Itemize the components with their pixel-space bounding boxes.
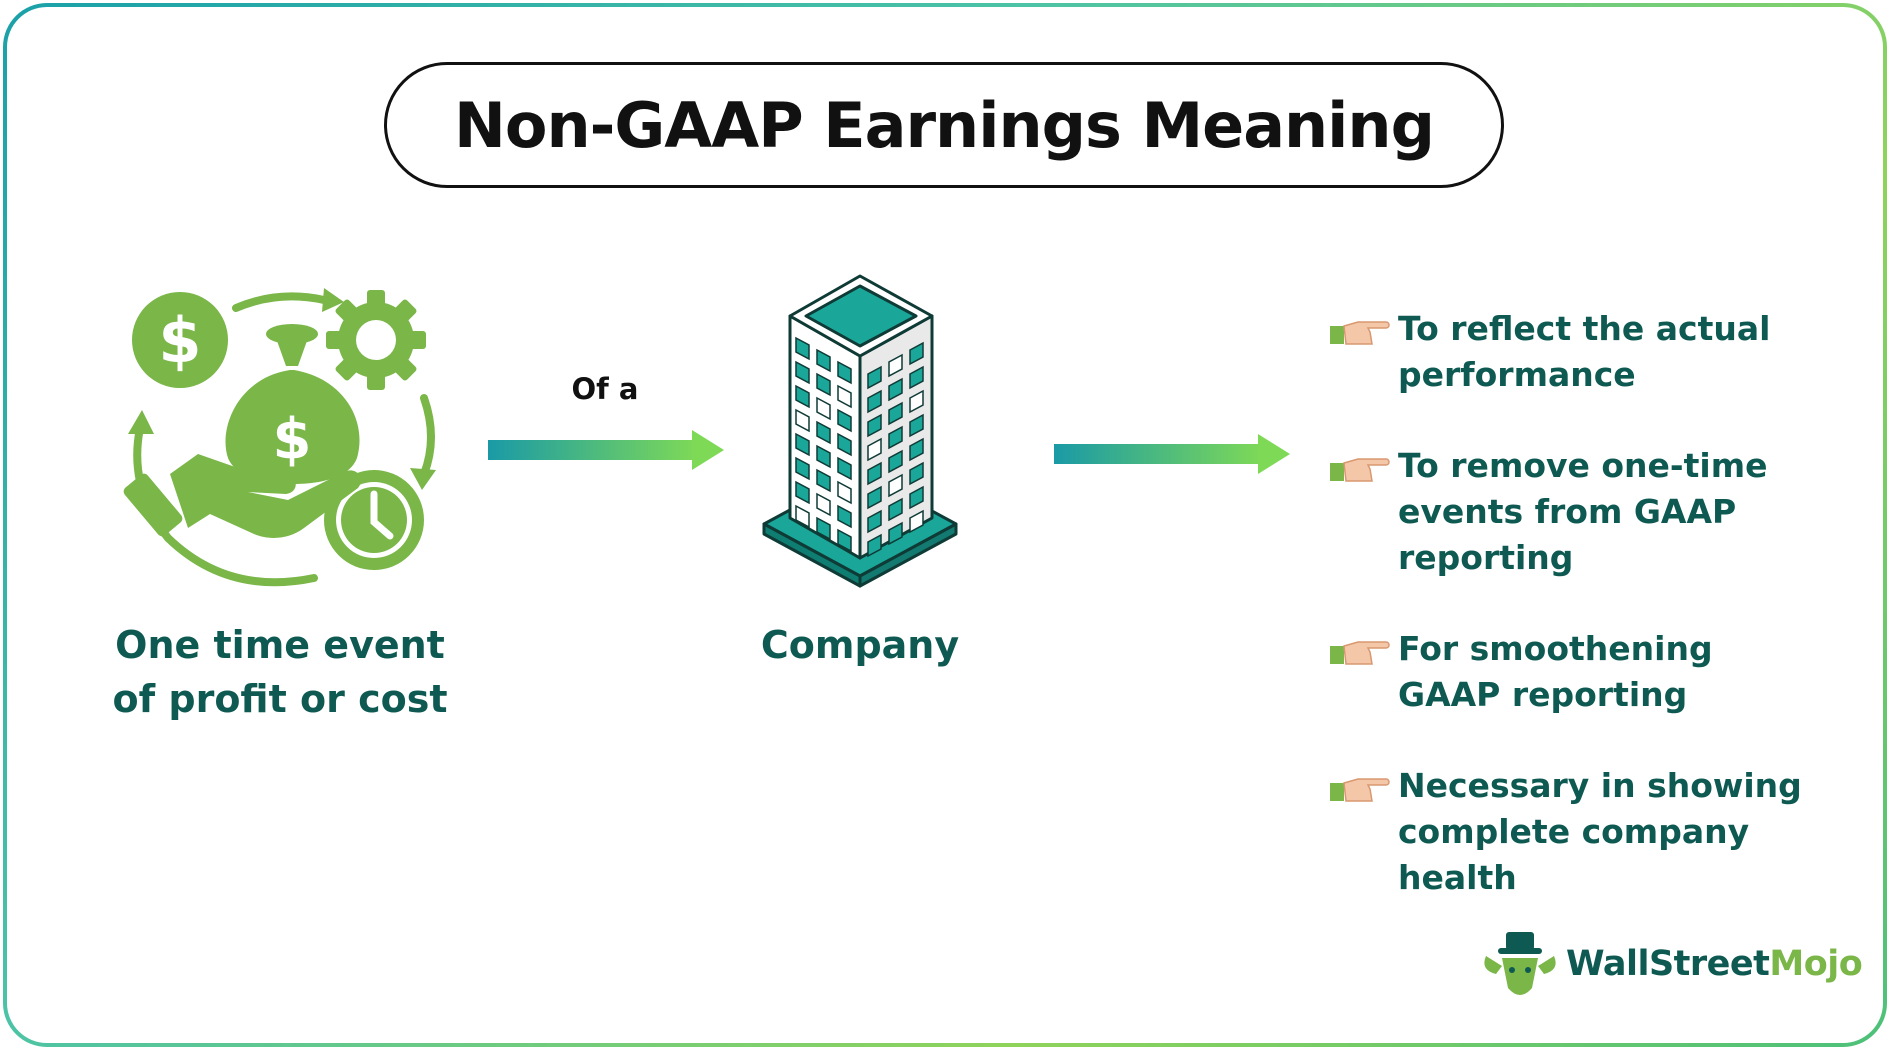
office-building-icon bbox=[762, 274, 958, 588]
building-window bbox=[837, 432, 852, 457]
bull-mascot-icon bbox=[1484, 932, 1556, 995]
building-window bbox=[795, 504, 810, 529]
page-title: Non-GAAP Earnings Meaning bbox=[454, 88, 1435, 162]
bullet-text: To remove one-time events from GAAP repo… bbox=[1398, 446, 1768, 577]
bullet-item: To reflect the actual performance bbox=[1328, 306, 1818, 398]
building-window bbox=[816, 444, 831, 469]
building-window bbox=[867, 413, 882, 438]
building-window bbox=[816, 492, 831, 517]
building-window bbox=[816, 516, 831, 541]
building-window bbox=[837, 480, 852, 505]
building-window bbox=[867, 461, 882, 486]
bullet-item: To remove one-time events from GAAP repo… bbox=[1328, 443, 1818, 581]
building-window bbox=[867, 437, 882, 462]
building-window bbox=[816, 396, 831, 421]
building-window bbox=[909, 389, 924, 414]
bullet-item: Necessary in showing complete company he… bbox=[1328, 763, 1818, 901]
building-window bbox=[867, 533, 882, 558]
building-window bbox=[888, 353, 903, 378]
bullet-text: To reflect the actual performance bbox=[1398, 309, 1771, 394]
left-caption-line-2: of profit or cost bbox=[112, 677, 448, 721]
arrow-to-reasons bbox=[1054, 434, 1290, 474]
svg-text:$: $ bbox=[273, 407, 312, 472]
building-window bbox=[888, 449, 903, 474]
building-window bbox=[909, 485, 924, 510]
pointing-hand-icon bbox=[1330, 778, 1390, 802]
center-caption: Company bbox=[760, 623, 960, 667]
building-window bbox=[888, 473, 903, 498]
brand-logo-part2: Mojo bbox=[1769, 944, 1863, 984]
building-window bbox=[837, 504, 852, 529]
title-pill: Non-GAAP Earnings Meaning bbox=[384, 62, 1504, 188]
pointing-hand-icon bbox=[1330, 458, 1390, 482]
building-window bbox=[816, 372, 831, 397]
building-window bbox=[888, 425, 903, 450]
building-window bbox=[867, 365, 882, 390]
building-window bbox=[837, 408, 852, 433]
building-window bbox=[795, 336, 810, 361]
building-window bbox=[837, 528, 852, 553]
bullet-item: For smoothening GAAP reporting bbox=[1328, 626, 1818, 718]
brand-logo: WallStreetMojo bbox=[1566, 944, 1863, 984]
building-window bbox=[837, 456, 852, 481]
building-window bbox=[837, 384, 852, 409]
building-window bbox=[816, 348, 831, 373]
building-window bbox=[816, 468, 831, 493]
left-caption: One time event of profit or cost bbox=[100, 618, 460, 726]
bullet-text: For smoothening GAAP reporting bbox=[1398, 629, 1713, 714]
building-window bbox=[867, 509, 882, 534]
building-window bbox=[909, 461, 924, 486]
building-window bbox=[837, 360, 852, 385]
pointing-hand-icon bbox=[1330, 321, 1390, 345]
building-window bbox=[909, 437, 924, 462]
building-window bbox=[888, 497, 903, 522]
building-window bbox=[867, 485, 882, 510]
building-window bbox=[909, 509, 924, 534]
building-window bbox=[795, 480, 810, 505]
building-window bbox=[795, 432, 810, 457]
building-window bbox=[867, 389, 882, 414]
building-window bbox=[909, 341, 924, 366]
building-window bbox=[909, 413, 924, 438]
pointing-hand-icon bbox=[1330, 641, 1390, 665]
building-window bbox=[795, 384, 810, 409]
building-window bbox=[816, 420, 831, 445]
building-window bbox=[888, 521, 903, 546]
bullet-text: Necessary in showing complete company he… bbox=[1398, 766, 1802, 897]
building-window bbox=[795, 408, 810, 433]
arrow-to-company bbox=[488, 430, 724, 470]
building-window bbox=[888, 377, 903, 402]
brand-logo-part1: WallStreet bbox=[1566, 944, 1770, 984]
svg-text:$: $ bbox=[158, 304, 201, 377]
building-window bbox=[795, 456, 810, 481]
building-window bbox=[909, 365, 924, 390]
left-caption-line-1: One time event bbox=[115, 623, 445, 667]
building-window bbox=[795, 360, 810, 385]
arrow-label: Of a bbox=[571, 372, 639, 406]
building-window bbox=[888, 401, 903, 426]
money-cycle-icon: $ $ bbox=[123, 288, 436, 587]
